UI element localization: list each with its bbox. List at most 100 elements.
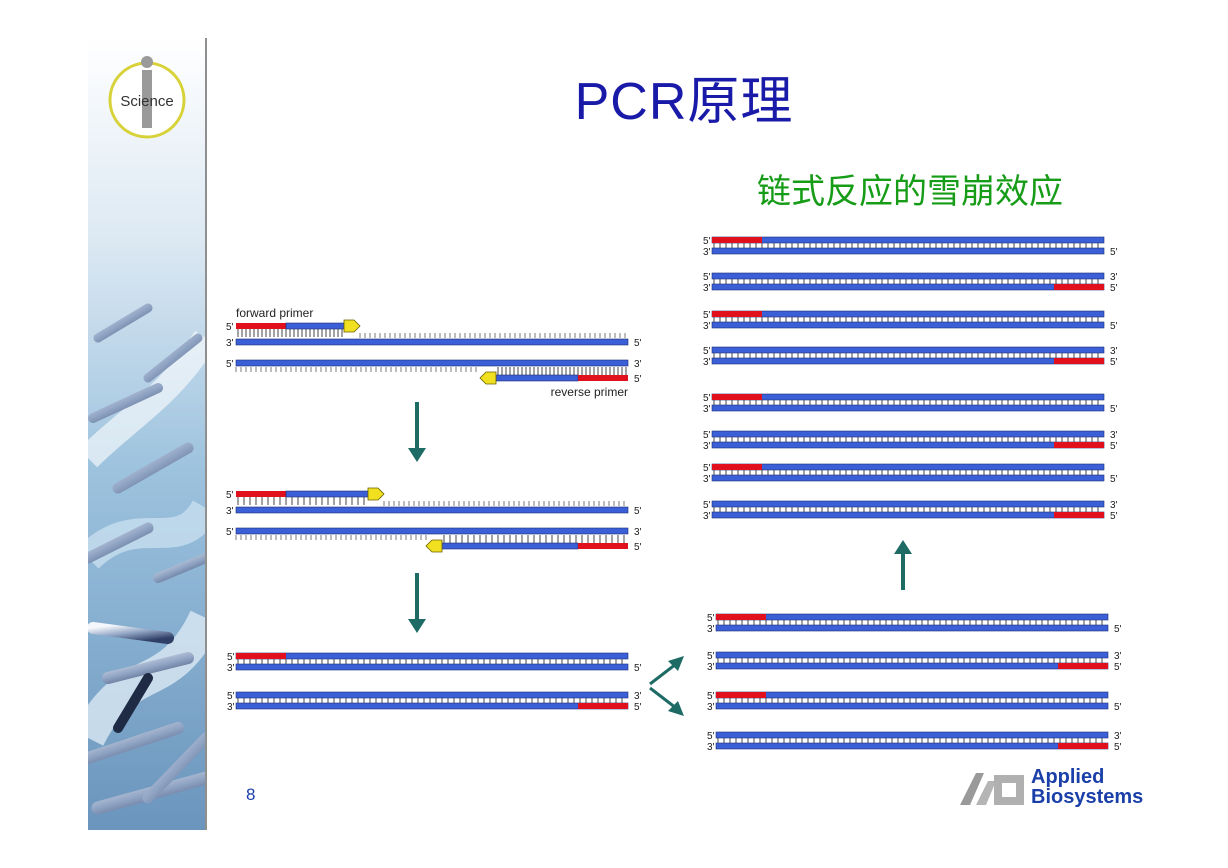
label-3-prime: 3' [707, 624, 715, 635]
primer-segment-red [1054, 358, 1104, 364]
branch-arrow-up [649, 662, 677, 686]
primer-segment-red [578, 703, 628, 709]
primer-segment-red [1054, 442, 1104, 448]
label-5-prime: 5' [1110, 283, 1118, 294]
label-5-prime: 5' [703, 430, 711, 441]
label-3-prime: 3' [226, 506, 234, 517]
page-number: 8 [246, 785, 256, 804]
primer-segment-red [712, 464, 762, 470]
label-3-prime: 3' [703, 404, 711, 415]
label-3-prime: 3' [227, 663, 235, 674]
label-3-prime: 3' [1114, 731, 1122, 742]
dna-strand-top [715, 651, 1109, 659]
divider-line [205, 38, 207, 830]
label-3-prime: 3' [634, 691, 642, 702]
branch-arrow-up-head [668, 656, 684, 671]
single-strand-bases [235, 535, 427, 540]
label-5-prime: 5' [1110, 511, 1118, 522]
dna-strand-top [711, 393, 1105, 401]
branch-arrow-down-head [668, 701, 684, 716]
dna-strand-top [711, 346, 1105, 354]
primer-arrowhead [367, 487, 385, 501]
label-3-prime: 3' [703, 357, 711, 368]
dna-strand-top [711, 430, 1105, 438]
dna-strand-top [711, 272, 1105, 280]
label-5-prime: 5' [703, 463, 711, 474]
label-3-prime: 3' [1110, 500, 1118, 511]
base-pair-rungs [713, 470, 1099, 475]
base-pair-rungs [713, 353, 1099, 358]
logo-company-line1: Applied [1031, 766, 1105, 788]
base-pair-rungs [717, 698, 1103, 703]
dna-strand-bottom [715, 702, 1109, 710]
reverse-primer-label: reverse primer [551, 385, 628, 399]
dna-strand-bottom [711, 283, 1105, 291]
base-pair-rungs [237, 497, 365, 505]
label-5-prime: 5' [634, 506, 642, 517]
base-pair-rungs [713, 317, 1099, 322]
label-5-prime: 5' [1110, 321, 1118, 332]
label-5-prime: 5' [634, 338, 642, 349]
label-3-prime: 3' [1110, 272, 1118, 283]
label-5-prime: 5' [703, 346, 711, 357]
label-3-prime: 3' [703, 474, 711, 485]
label-5-prime: 5' [1114, 702, 1122, 713]
arrow-up-head [894, 540, 912, 554]
dna-strand-top [715, 731, 1109, 739]
label-5-prime: 5' [703, 500, 711, 511]
arrow-down-2-head [408, 619, 426, 633]
dna-strand-bottom [711, 247, 1105, 255]
primer-segment-red [236, 491, 286, 497]
primer-segment-red [578, 375, 628, 381]
label-5-prime: 5' [707, 651, 715, 662]
label-3-prime: 3' [707, 742, 715, 753]
label-5-prime: 5' [707, 613, 715, 624]
label-3-prime: 3' [703, 283, 711, 294]
label-3-prime: 3' [703, 441, 711, 452]
primer-arrowhead [343, 319, 361, 333]
label-5-prime: 5' [1110, 357, 1118, 368]
primer-segment-red [712, 311, 762, 317]
template-strand-top [235, 506, 629, 514]
template-strand-bottom [235, 359, 629, 367]
slide-title: PCR原理 [574, 73, 794, 131]
label-5-prime: 5' [1114, 624, 1122, 635]
label-5-prime: 5' [703, 393, 711, 404]
dna-strand-bottom [715, 624, 1109, 632]
base-pair-rungs [713, 243, 1099, 248]
label-5-prime: 5' [703, 310, 711, 321]
dna-strand-bottom [711, 321, 1105, 329]
branch-arrow-down [649, 686, 677, 710]
arrow-down-1-head [408, 448, 426, 462]
dna-strand-top [715, 691, 1109, 699]
base-pair-rungs [717, 738, 1103, 743]
base-pair-rungs [717, 620, 1103, 625]
label-5-prime: 5' [226, 527, 234, 538]
label-5-prime: 5' [634, 663, 642, 674]
forward-primer-strand [285, 322, 345, 330]
base-pair-rungs [497, 367, 627, 375]
base-pair-rungs [713, 437, 1099, 442]
label-3-prime: 3' [1114, 651, 1122, 662]
dna-strand-bottom [235, 663, 629, 671]
base-pair-rungs [717, 658, 1103, 663]
label-5-prime: 5' [1110, 404, 1118, 415]
label-5-prime: 5' [1110, 247, 1118, 258]
dna-strand-top [235, 652, 629, 660]
primer-arrowhead [425, 539, 443, 553]
primer-segment-red [716, 692, 766, 698]
primer-segment-red [712, 237, 762, 243]
label-5-prime: 5' [226, 322, 234, 333]
base-pair-rungs [237, 329, 343, 337]
primer-segment-red [712, 394, 762, 400]
forward-primer-label: forward primer [236, 306, 313, 320]
label-3-prime: 3' [703, 247, 711, 258]
base-pair-rungs [443, 535, 625, 543]
label-3-prime: 3' [707, 662, 715, 673]
primer-segment-red [1054, 284, 1104, 290]
label-5-prime: 5' [707, 691, 715, 702]
label-5-prime: 5' [227, 691, 235, 702]
primer-segment-red [1054, 512, 1104, 518]
dna-strand-top [711, 463, 1105, 471]
base-pair-rungs [713, 279, 1099, 284]
